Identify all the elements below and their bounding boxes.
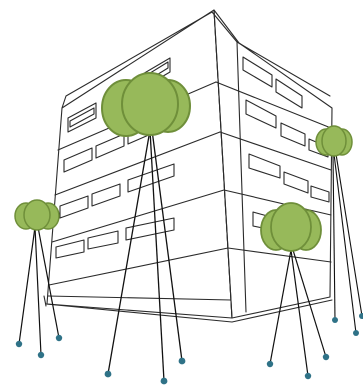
tree-stems: [269, 249, 327, 377]
building-left-facade: [46, 9, 233, 319]
ground-line: [45, 303, 233, 323]
tree-pin: [315, 125, 363, 336]
tree-canopy-icon: [14, 199, 60, 231]
building-corner-inner-line: [236, 41, 247, 313]
floor-line: [48, 247, 229, 286]
floor-line: [51, 189, 225, 243]
tree-pin: [101, 72, 191, 385]
tree-pins: [14, 72, 363, 385]
pin-dots: [104, 357, 186, 385]
ground-line: [43, 295, 47, 307]
ground-line: [231, 299, 333, 323]
tree-canopy-icon: [260, 202, 322, 252]
floor-line: [227, 247, 332, 263]
tree-stems: [107, 129, 183, 382]
tree-pin: [14, 199, 63, 359]
floor-line: [219, 131, 332, 171]
tree-canopy-icon: [101, 72, 191, 137]
floor-line: [223, 189, 332, 216]
building-corner-line: [213, 9, 233, 319]
floor-line: [47, 295, 232, 301]
tree-stems: [332, 153, 363, 334]
pin-dots: [15, 334, 63, 359]
tree-canopy-icon: [315, 125, 353, 157]
building: [43, 9, 333, 323]
floor-line: [215, 81, 332, 129]
pin-dots: [266, 353, 330, 380]
building-roof-edge: [61, 11, 331, 109]
pin-dots: [332, 313, 363, 336]
tree-stems: [18, 226, 60, 356]
tree-pin: [260, 202, 330, 380]
floor-line: [54, 131, 221, 196]
